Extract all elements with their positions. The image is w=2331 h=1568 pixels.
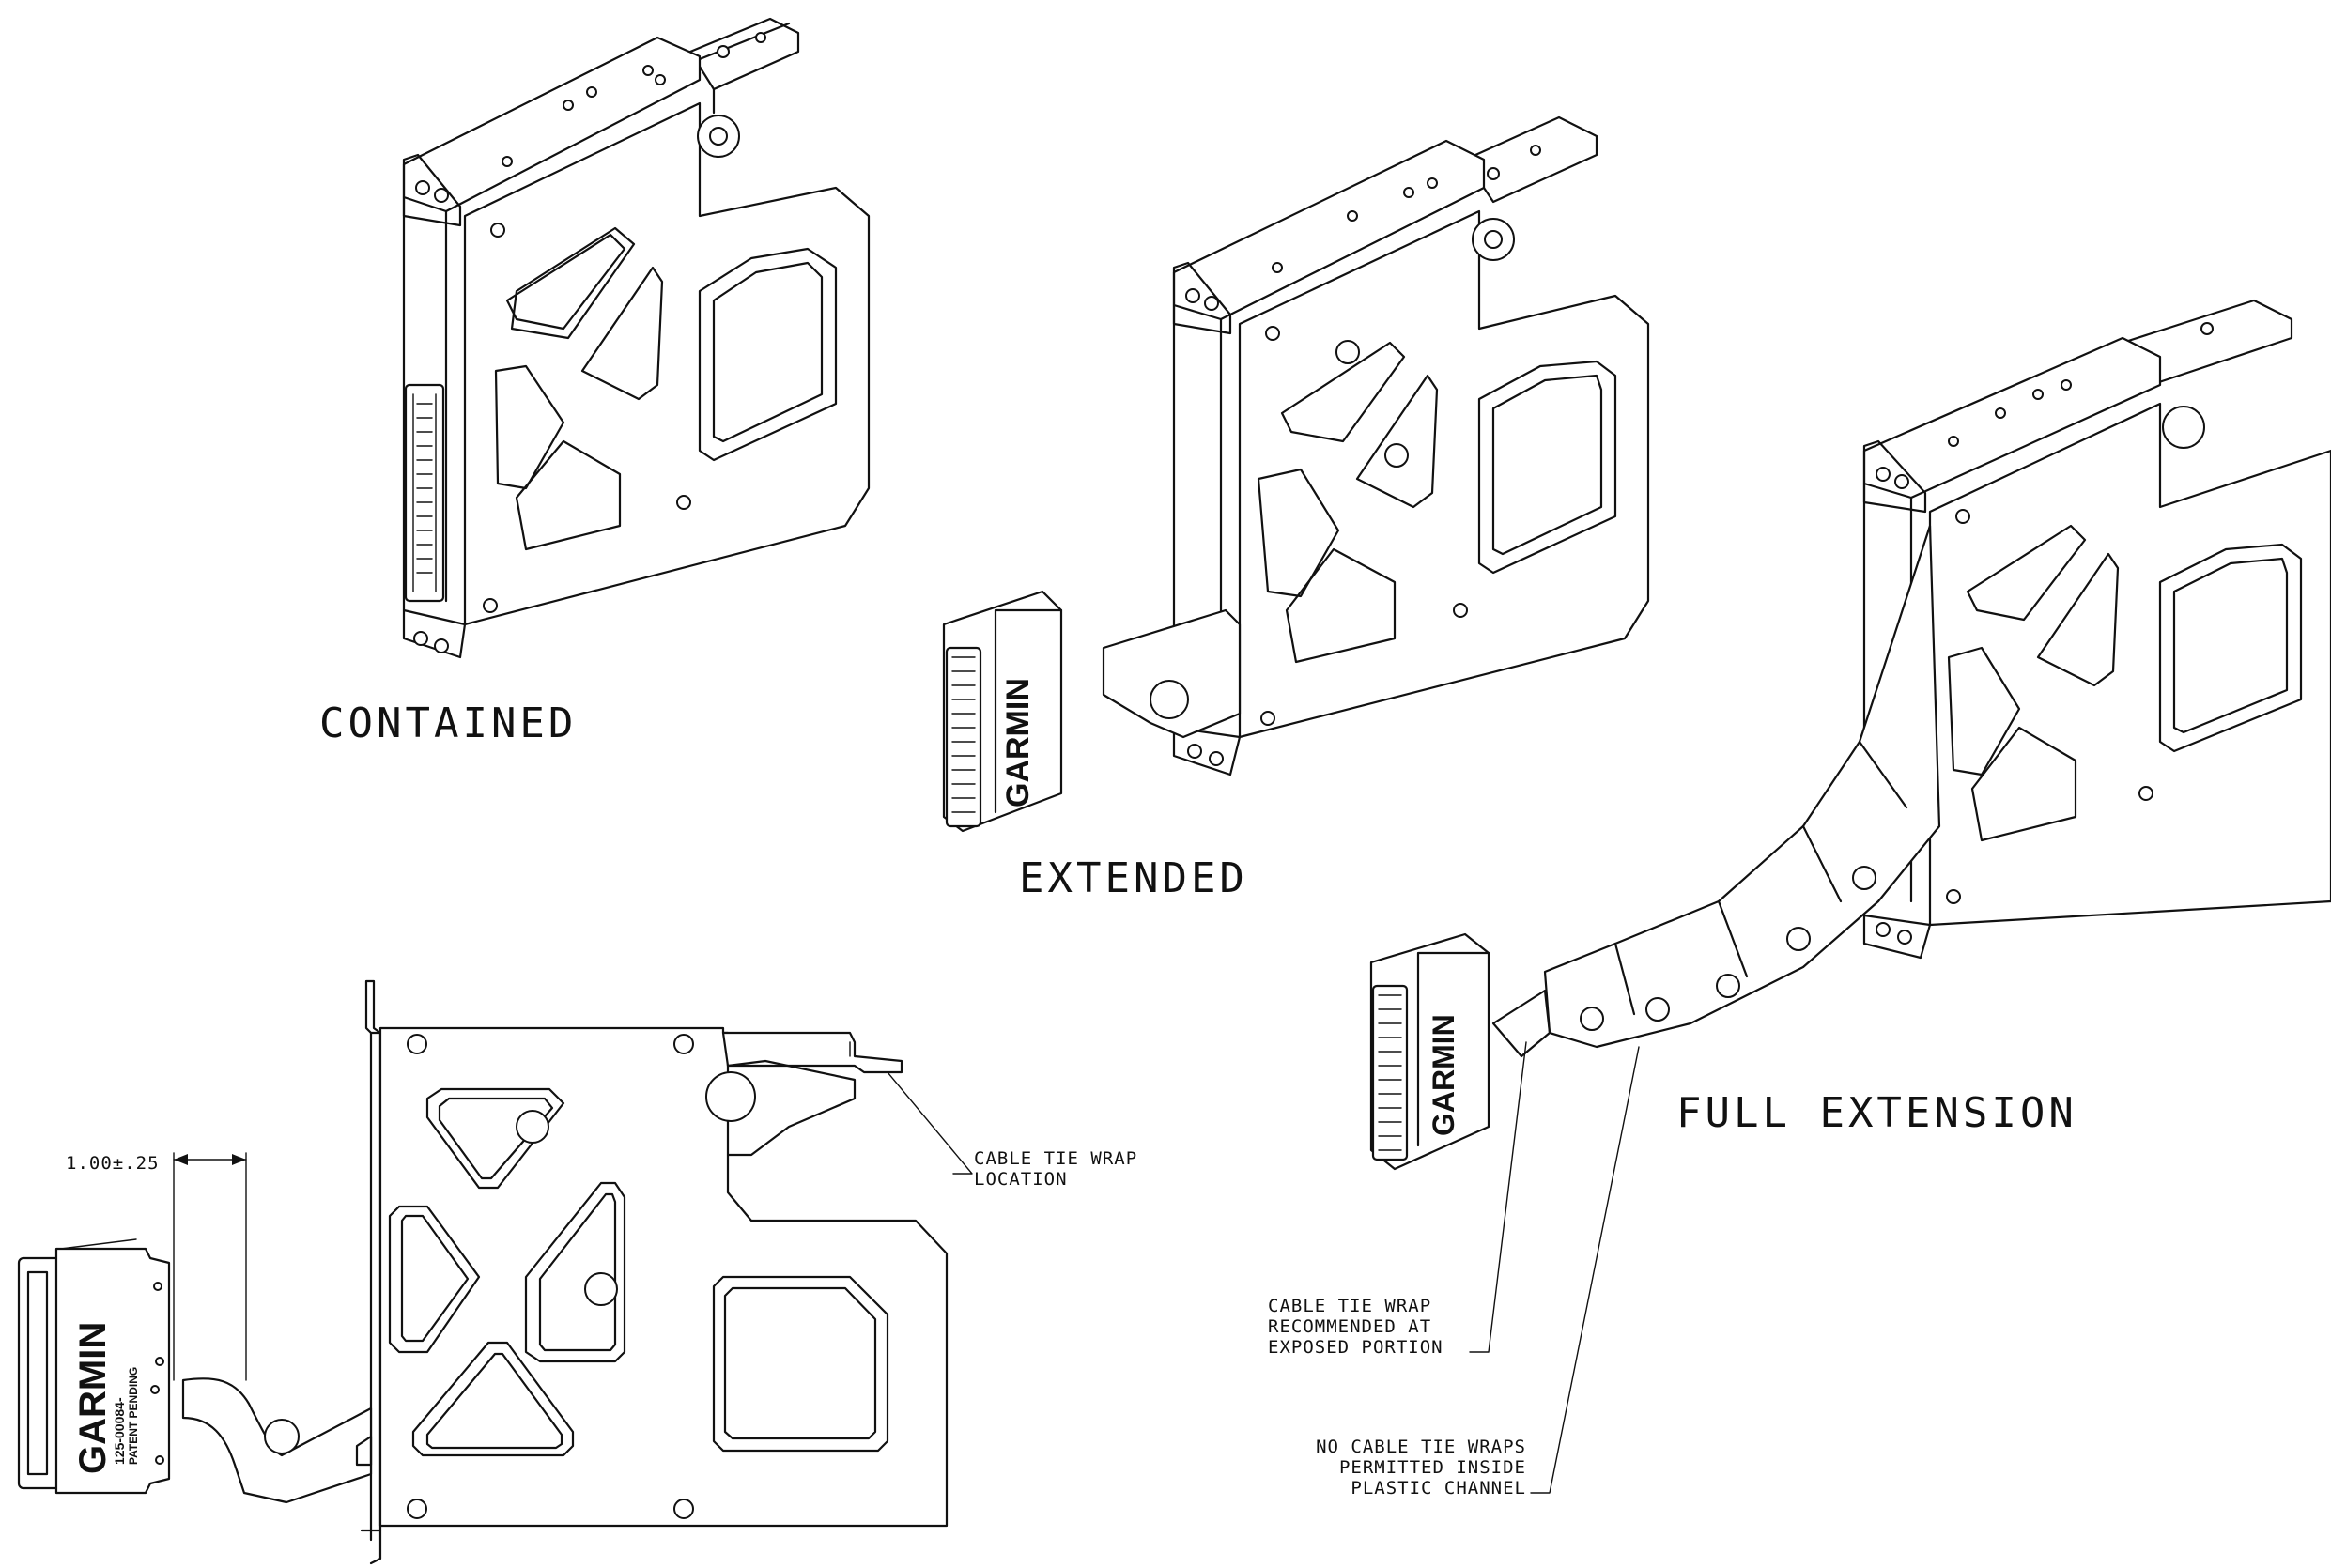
svg-text:RECOMMENDED AT: RECOMMENDED AT xyxy=(1268,1316,1431,1337)
dimension-1-00: 1.00±.25 xyxy=(66,1152,247,1381)
label-contained: CONTAINED xyxy=(319,699,577,747)
side-connector-note: PATENT PENDING xyxy=(127,1367,140,1465)
full-connector-brand: GARMIN xyxy=(1427,1014,1460,1136)
svg-text:1.00±.25: 1.00±.25 xyxy=(66,1153,160,1174)
svg-text:CABLE TIE WRAP: CABLE TIE WRAP xyxy=(974,1148,1137,1169)
svg-text:LOCATION: LOCATION xyxy=(974,1169,1068,1190)
full-extension-assembly: GARMIN xyxy=(1369,299,2331,1171)
callout-tie-wrap-recommended: CABLE TIE WRAP RECOMMENDED AT EXPOSED PO… xyxy=(1268,1296,1443,1358)
side-view: GARMIN 125-00084- PATENT PENDING xyxy=(17,979,949,1565)
label-extended: EXTENDED xyxy=(1019,854,1248,902)
extended-connector-brand: GARMIN xyxy=(1000,678,1036,807)
callout-tie-wrap-location: CABLE TIE WRAP LOCATION xyxy=(974,1148,1137,1190)
svg-text:PERMITTED INSIDE: PERMITTED INSIDE xyxy=(1339,1457,1526,1478)
svg-text:PLASTIC CHANNEL: PLASTIC CHANNEL xyxy=(1351,1478,1526,1499)
extended-assembly: GARMIN xyxy=(942,115,1650,833)
side-connector-brand: GARMIN xyxy=(72,1322,114,1474)
label-full-extension: FULL EXTENSION xyxy=(1676,1089,2077,1137)
side-connector-part-number: 125-00084- xyxy=(112,1397,127,1465)
svg-text:EXPOSED PORTION: EXPOSED PORTION xyxy=(1268,1337,1443,1358)
svg-text:NO CABLE TIE WRAPS: NO CABLE TIE WRAPS xyxy=(1316,1437,1526,1457)
callout-no-tie-wraps: NO CABLE TIE WRAPS PERMITTED INSIDE PLAS… xyxy=(1316,1437,1526,1499)
svg-text:CABLE TIE WRAP: CABLE TIE WRAP xyxy=(1268,1296,1431,1316)
contained-assembly xyxy=(402,17,871,659)
